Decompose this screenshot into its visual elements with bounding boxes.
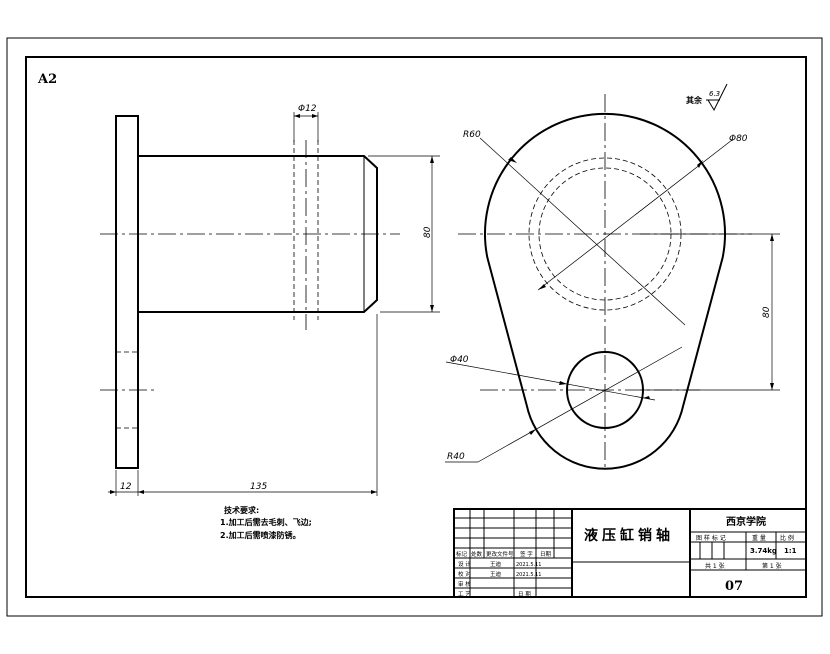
svg-text:2021.5.11: 2021.5.11 <box>516 562 541 568</box>
dim-outer-radius: R60 <box>463 130 481 140</box>
drawing-frame <box>25 56 807 598</box>
roughness-value: 6.3 <box>709 90 720 98</box>
outer-border <box>6 37 823 617</box>
flange-outline <box>115 115 139 469</box>
roughness-check-icon <box>707 83 728 112</box>
front-view-dimensions: Φ12 80 12 135 <box>108 104 440 496</box>
svg-text:图 样 标 记: 图 样 标 记 <box>696 534 726 542</box>
tech-req-item: 1.加工后需去毛刺、飞边; <box>220 517 312 527</box>
dim-small-hole-dia: Φ40 <box>450 355 469 365</box>
svg-text:校 对: 校 对 <box>458 570 471 578</box>
tech-req-title: 技术要求: <box>224 505 259 515</box>
drawing-number: 07 <box>725 579 743 594</box>
side-view-dimensions: R60 Φ80 Φ40 R40 80 <box>445 130 780 463</box>
svg-text:处数: 处数 <box>471 550 483 558</box>
side-view <box>458 94 752 470</box>
tech-req-item: 2.加工后需喷漆防锈。 <box>220 530 301 540</box>
dim-bore-dia: Φ80 <box>729 134 748 144</box>
sheet-size-label: A2 <box>37 72 57 87</box>
dim-small-radius: R40 <box>447 452 465 462</box>
dim-pin-hole-dia: Φ12 <box>298 104 317 114</box>
svg-text:王迪: 王迪 <box>490 570 502 578</box>
part-weight: 3.74kg <box>750 547 777 555</box>
dim-shaft-length: 135 <box>250 482 267 492</box>
front-view <box>100 115 400 469</box>
svg-text:标记: 标记 <box>456 550 468 558</box>
svg-text:工 艺: 工 艺 <box>458 591 471 598</box>
svg-text:共 1 张: 共 1 张 <box>705 562 725 570</box>
svg-text:日 期: 日 期 <box>518 591 531 598</box>
school-name: 西京学院 <box>726 515 766 528</box>
svg-text:日期: 日期 <box>540 551 552 558</box>
technical-requirements: 技术要求: 1.加工后需去毛刺、飞边; 2.加工后需喷漆防锈。 <box>220 505 312 540</box>
svg-text:审 核: 审 核 <box>458 580 471 588</box>
roughness-symbol: 其余 6.3 <box>686 83 728 112</box>
dim-center-distance: 80 <box>762 306 772 318</box>
svg-text:更改文件号: 更改文件号 <box>486 550 514 558</box>
part-name: 液压缸销轴 <box>584 527 674 544</box>
svg-text:重 量: 重 量 <box>752 534 766 542</box>
svg-text:签 字: 签 字 <box>520 550 533 558</box>
dim-flange-thickness: 12 <box>120 482 132 492</box>
svg-text:2021.5.11: 2021.5.11 <box>516 572 541 578</box>
svg-text:设 计: 设 计 <box>458 560 471 568</box>
svg-text:比 例: 比 例 <box>780 534 794 542</box>
drawing-scale: 1:1 <box>784 547 797 555</box>
svg-text:第 1 张: 第 1 张 <box>762 562 782 570</box>
title-block: 标记 处数 更改文件号 签 字 日期 设 计 王迪 2021.5.11 校 对 … <box>453 508 807 598</box>
dim-shaft-dia: 80 <box>423 226 433 238</box>
link-outline <box>484 113 726 470</box>
roughness-label: 其余 <box>686 95 703 105</box>
svg-text:王迪: 王迪 <box>490 560 502 568</box>
